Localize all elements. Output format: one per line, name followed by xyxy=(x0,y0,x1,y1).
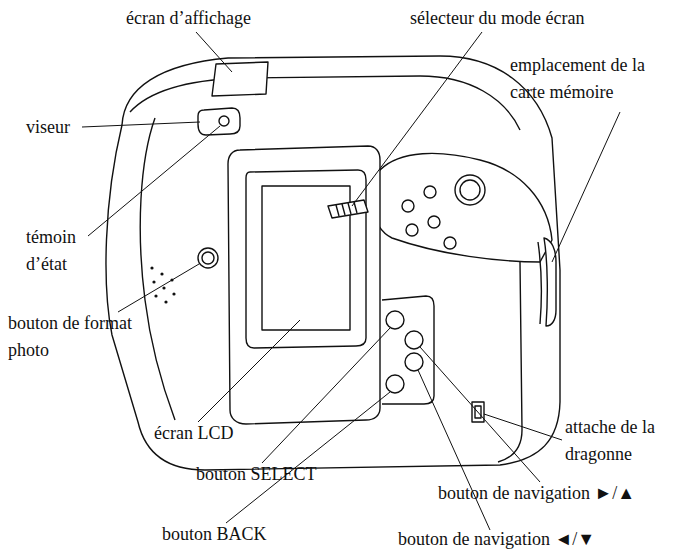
part-label: témoin d’état xyxy=(26,224,96,278)
mode-button xyxy=(402,200,414,212)
part-label: bouton de navigation ►/▲ xyxy=(438,480,635,507)
speaker-hole xyxy=(150,266,153,269)
leader-line xyxy=(196,32,232,72)
leader-line xyxy=(552,112,620,262)
speaker-hole xyxy=(160,272,163,275)
select-button xyxy=(386,311,404,329)
card-slot xyxy=(544,238,556,326)
part-label: écran LCD xyxy=(154,420,233,447)
part-label: bouton SELECT xyxy=(196,461,317,488)
part-label: sélecteur du mode écran xyxy=(410,5,584,32)
speaker-hole xyxy=(164,300,167,303)
part-label: emplacement de la carte mémoire xyxy=(510,52,680,106)
leader-line xyxy=(82,122,200,127)
leader-line xyxy=(198,320,300,422)
mode-button xyxy=(424,186,436,198)
part-label: viseur xyxy=(26,114,70,141)
leader-line xyxy=(352,32,482,206)
back-button xyxy=(386,375,404,393)
viewfinder xyxy=(198,108,240,135)
leader-line xyxy=(484,414,562,440)
camera-body xyxy=(106,56,560,470)
format-button-inner xyxy=(202,252,214,264)
part-label: écran d’affichage xyxy=(126,5,251,32)
speaker-hole xyxy=(152,280,155,283)
mode-button xyxy=(428,216,440,228)
grip xyxy=(371,153,552,262)
leader-line xyxy=(118,264,199,312)
side-edge xyxy=(498,262,522,462)
display-screen xyxy=(212,62,268,96)
speaker-hole xyxy=(162,286,165,289)
status-led xyxy=(219,116,229,126)
front-curve xyxy=(140,118,175,420)
format-button xyxy=(198,248,218,268)
shutter-button-inner xyxy=(460,180,480,200)
shutter-button xyxy=(455,175,485,205)
mode-selector xyxy=(328,200,368,218)
body-outline xyxy=(106,56,560,470)
leader-line xyxy=(418,370,490,530)
leader-lines xyxy=(82,32,620,530)
top-edge xyxy=(130,76,520,130)
lcd-bezel xyxy=(246,170,366,348)
card-slot-edge xyxy=(538,242,541,324)
part-label: attache de la dragonne xyxy=(565,414,680,468)
lcd-frame xyxy=(228,146,380,424)
nav-right-button xyxy=(405,331,423,349)
part-label: bouton de format photo xyxy=(8,310,158,364)
speaker-hole xyxy=(172,292,175,295)
part-label: bouton BACK xyxy=(162,521,267,548)
leader-line xyxy=(88,126,220,236)
nav-left-button xyxy=(405,353,423,371)
leader-line xyxy=(226,392,390,523)
speaker-hole xyxy=(154,294,157,297)
mode-button xyxy=(444,237,456,249)
mode-button xyxy=(406,224,418,236)
part-label: bouton de navigation ◄/▼ xyxy=(398,526,595,553)
